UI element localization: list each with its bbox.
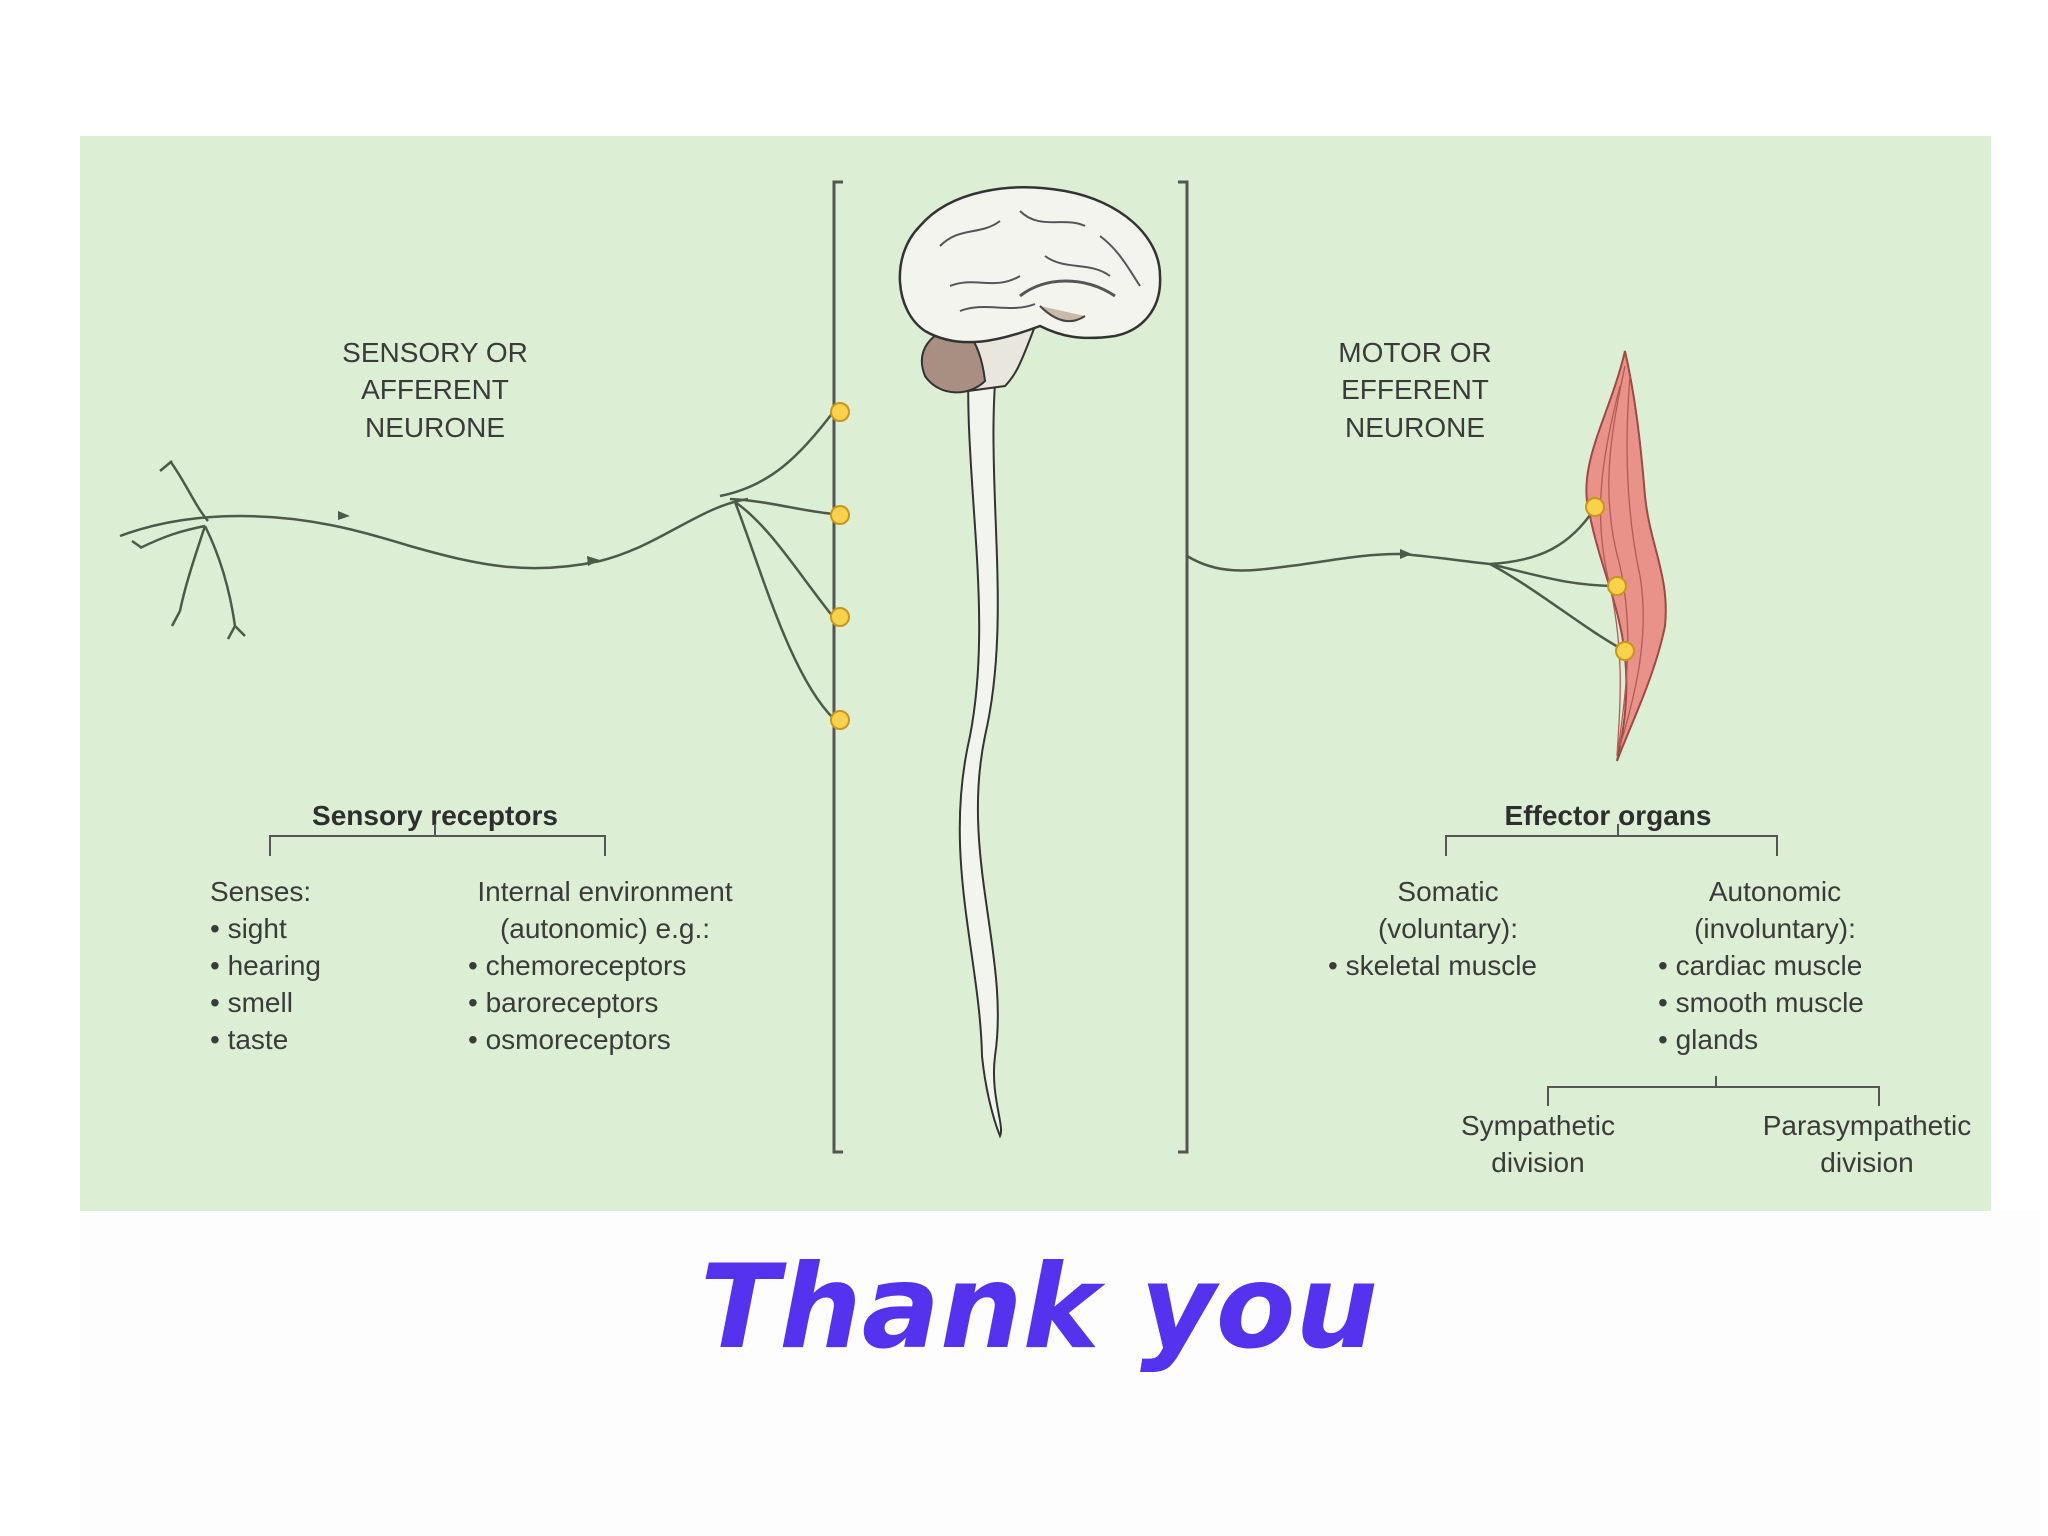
motor-heading-line: MOTOR OR xyxy=(1338,337,1491,368)
synapse-dot xyxy=(1615,641,1635,661)
autonomic-divisions-bracket xyxy=(1547,1076,1880,1106)
senses-title: Senses: xyxy=(210,876,311,907)
closing-title: Thank you xyxy=(700,1240,1378,1375)
senses-item: • smell xyxy=(210,987,293,1018)
brain-spinal-cord-illustration xyxy=(898,186,1162,1139)
internal-item: • chemoreceptors xyxy=(468,950,686,981)
autonomic-item: • smooth muscle xyxy=(1658,987,1864,1018)
sensory-heading-line: SENSORY OR xyxy=(342,337,528,368)
cns-left-bracket xyxy=(832,180,843,1154)
autonomic-title: Autonomic xyxy=(1709,876,1841,907)
autonomic-item: • glands xyxy=(1658,1024,1758,1055)
somatic-item: • skeletal muscle xyxy=(1328,950,1537,981)
synapse-dot xyxy=(830,710,850,730)
synapse-dot xyxy=(1585,497,1605,517)
internal-title: Internal environment xyxy=(477,876,732,907)
nervous-system-diagram: SENSORY OR AFFERENT NEURONE MOTOR OR EFF… xyxy=(80,136,1991,1211)
senses-item: • taste xyxy=(210,1024,288,1055)
motor-heading-line: NEURONE xyxy=(1345,412,1485,443)
autonomic-item: • cardiac muscle xyxy=(1658,950,1862,981)
cns-right-bracket xyxy=(1178,180,1189,1154)
spinal-cord xyxy=(958,335,1002,1139)
sensory-neurone xyxy=(119,410,835,720)
synapse-dot xyxy=(830,402,850,422)
sympathetic-division-label: division xyxy=(1491,1147,1584,1178)
sensory-receptors-bracket xyxy=(269,824,606,856)
internal-item: • baroreceptors xyxy=(468,987,658,1018)
sensory-arrow-2 xyxy=(587,556,600,566)
effector-organs-title: Effector organs xyxy=(1505,800,1712,831)
autonomic-title: (involuntary): xyxy=(1694,913,1856,944)
somatic-title: Somatic xyxy=(1397,876,1498,907)
sensory-heading-line: AFFERENT xyxy=(361,374,509,405)
motor-neurone xyxy=(1186,507,1626,653)
sympathetic-division-label: Sympathetic xyxy=(1461,1110,1615,1141)
synapse-dot xyxy=(1607,576,1627,596)
synapse-dot xyxy=(830,505,850,525)
sensory-heading-line: NEURONE xyxy=(365,412,505,443)
internal-title: (autonomic) e.g.: xyxy=(500,913,710,944)
parasympathetic-division-label: division xyxy=(1820,1147,1913,1178)
internal-item: • osmoreceptors xyxy=(468,1024,671,1055)
skeletal-muscle-illustration xyxy=(1585,350,1667,762)
motor-heading-line: EFFERENT xyxy=(1341,374,1489,405)
corpus-callosum xyxy=(1019,279,1116,298)
motor-arrow xyxy=(1400,549,1412,559)
senses-item: • sight xyxy=(210,913,287,944)
senses-item: • hearing xyxy=(210,950,321,981)
slide-background xyxy=(80,1211,2040,1536)
somatic-title: (voluntary): xyxy=(1378,913,1518,944)
synapse-dot xyxy=(830,607,850,627)
cerebrum xyxy=(898,186,1162,344)
sensory-arrow-1 xyxy=(338,511,350,520)
parasympathetic-division-label: Parasympathetic xyxy=(1763,1110,1972,1141)
effector-organs-bracket xyxy=(1445,824,1778,856)
